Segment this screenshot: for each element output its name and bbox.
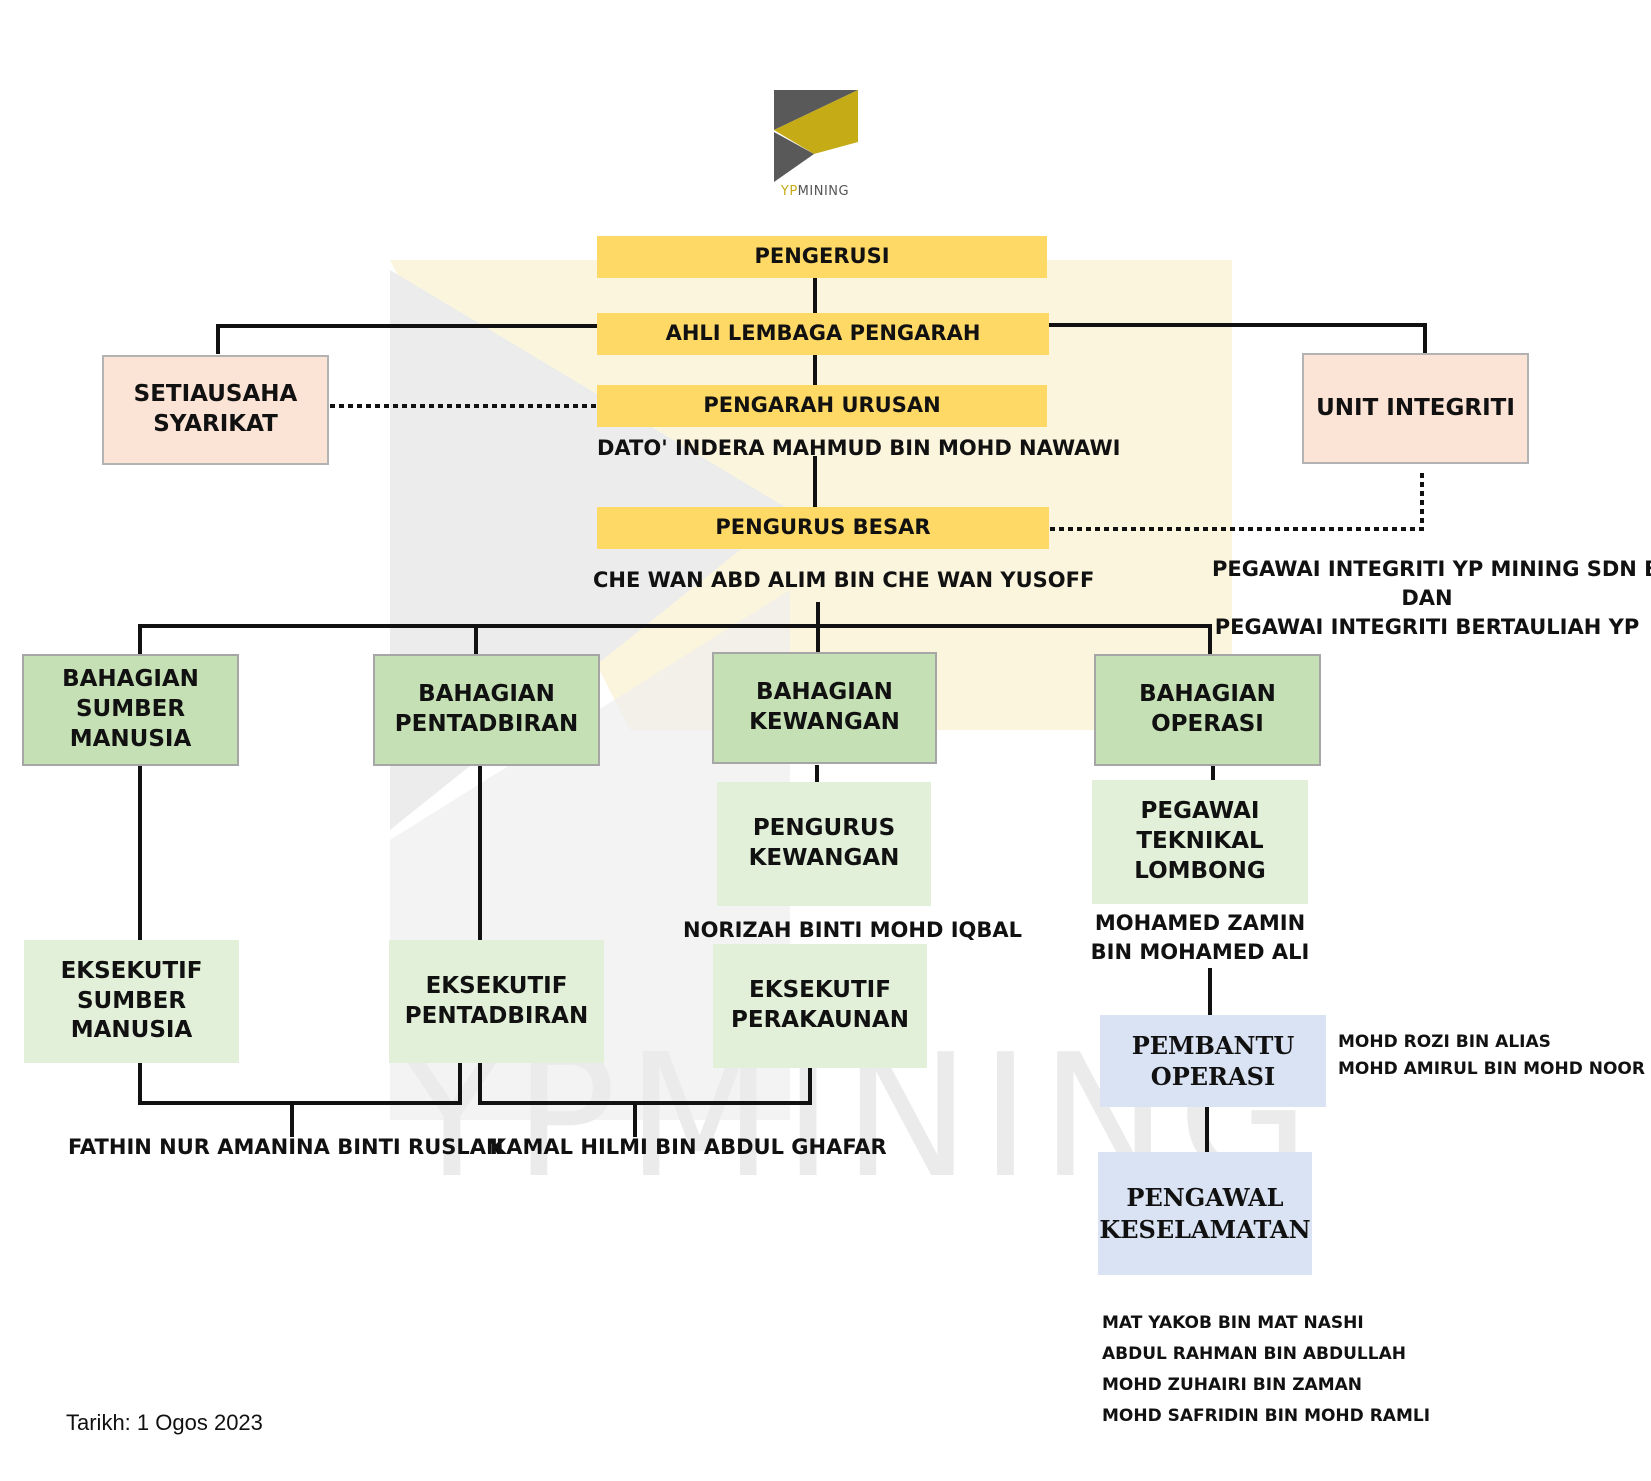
pengurus-kewangan-name: NORIZAH BINTI MOHD IQBAL xyxy=(683,918,1022,942)
ahli-lembaga-pengarah-box: AHLI LEMBAGA PENGARAH xyxy=(597,313,1049,355)
pengurus-besar-box: PENGURUS BESAR xyxy=(597,507,1049,549)
pengawal-keselamatan-names: MAT YAKOB BIN MAT NASHI ABDUL RAHMAN BIN… xyxy=(1102,1313,1431,1426)
date-label: Tarikh: 1 Ogos 2023 xyxy=(66,1410,263,1435)
ypmining-logo-icon xyxy=(774,90,858,182)
pengerusi-box: PENGERUSI xyxy=(597,236,1047,278)
logo-wordmark: YPMINING xyxy=(780,184,850,199)
pengurus-besar-name: CHE WAN ABD ALIM BIN CHE WAN YUSOFF xyxy=(593,568,1095,592)
pengarah-urusan-name: DATO' INDERA MAHMUD BIN MOHD NAWAWI xyxy=(597,436,1121,460)
eksekutif-sm-pentadbiran-name: FATHIN NUR AMANINA BINTI RUSLAN xyxy=(68,1135,504,1159)
eksekutif-pentadbiran-perakaunan-name: KAMAL HILMI BIN ABDUL GHAFAR xyxy=(490,1135,887,1159)
pengarah-urusan-box: PENGARAH URUSAN xyxy=(597,385,1047,427)
unit-integriti-box: UNIT INTEGRITI xyxy=(1302,353,1529,464)
